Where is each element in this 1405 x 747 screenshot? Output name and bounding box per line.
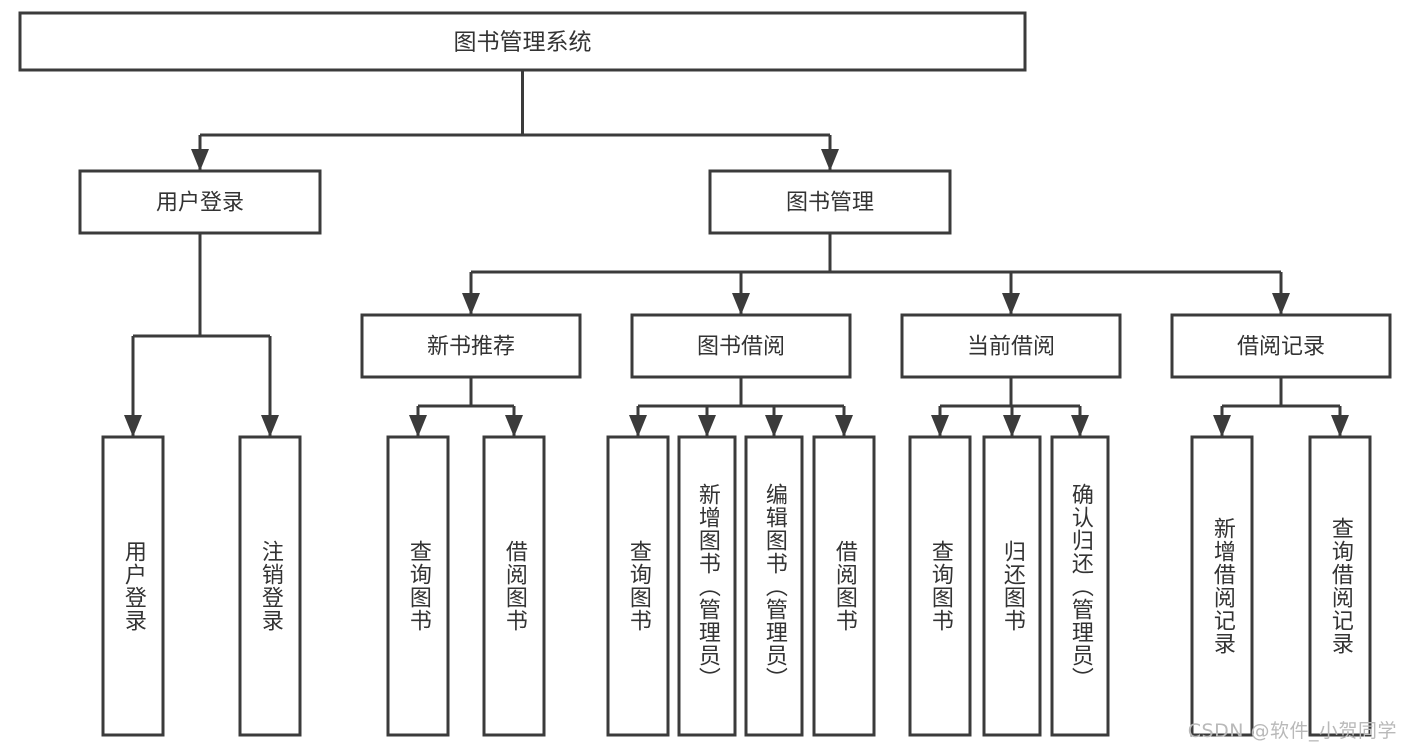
node-label-new-book-recommend: 新书推荐 [427, 335, 515, 360]
arrow-head-icon-leaf-query-book-new [409, 415, 427, 437]
node-box-layer [18, 11, 1392, 737]
arrow-head-icon-leaf-logout [261, 415, 279, 437]
node-box-book-manage[interactable] [708, 169, 952, 235]
node-box-leaf-confirm-return[interactable] [1050, 435, 1110, 737]
node-label-root: 图书管理系统 [454, 30, 592, 56]
node-box-leaf-return-book[interactable] [982, 435, 1042, 737]
arrow-head-icon-borrow-record [1272, 293, 1290, 315]
arrow-head-icon-new-book-recommend [462, 293, 480, 315]
node-label-borrow-record: 借阅记录 [1237, 335, 1325, 360]
arrow-head-icon-leaf-add-borrow-record [1213, 415, 1231, 437]
arrow-head-icon-leaf-query-book-current [931, 415, 949, 437]
node-box-leaf-user-login[interactable] [101, 435, 165, 737]
arrow-head-icon-book-borrow [732, 293, 750, 315]
node-label-book-borrow: 图书借阅 [697, 335, 785, 360]
node-box-root[interactable] [18, 11, 1027, 72]
arrow-head-icon-leaf-return-book [1003, 415, 1021, 437]
node-box-book-borrow[interactable] [630, 313, 852, 379]
node-box-leaf-borrow-book-new[interactable] [482, 435, 546, 737]
node-box-leaf-logout[interactable] [238, 435, 302, 737]
arrow-head-icon-user-login [191, 149, 209, 171]
arrow-head-icon-leaf-query-borrow-record [1331, 415, 1349, 437]
arrow-head-icon-current-borrow [1002, 293, 1020, 315]
node-box-leaf-query-book-new[interactable] [386, 435, 450, 737]
watermark-credit: CSDN @软件_小贺同学 [1187, 720, 1397, 742]
connector-layer [124, 70, 1349, 437]
arrow-head-icon-leaf-edit-book [765, 415, 783, 437]
node-box-leaf-edit-book[interactable] [744, 435, 804, 737]
node-box-borrow-record[interactable] [1170, 313, 1392, 379]
node-box-leaf-query-borrow-record[interactable] [1308, 435, 1372, 737]
node-label-user-login: 用户登录 [156, 191, 244, 216]
node-label-current-borrow: 当前借阅 [967, 335, 1055, 360]
arrow-head-icon-book-manage [821, 149, 839, 171]
node-box-leaf-query-book-current[interactable] [908, 435, 972, 737]
node-box-new-book-recommend[interactable] [360, 313, 582, 379]
node-box-current-borrow[interactable] [900, 313, 1122, 379]
node-label-book-manage: 图书管理 [786, 191, 874, 216]
arrow-head-icon-leaf-borrow-book [835, 415, 853, 437]
arrow-head-icon-leaf-query-book-borrow [629, 415, 647, 437]
arrow-head-icon-leaf-borrow-book-new [505, 415, 523, 437]
arrow-head-icon-leaf-add-book [698, 415, 716, 437]
node-box-leaf-query-book-borrow[interactable] [606, 435, 670, 737]
arrow-head-icon-leaf-confirm-return [1071, 415, 1089, 437]
arrow-head-icon-leaf-user-login [124, 415, 142, 437]
node-box-leaf-add-borrow-record[interactable] [1190, 435, 1254, 737]
node-box-user-login[interactable] [78, 169, 322, 235]
node-box-leaf-borrow-book[interactable] [812, 435, 876, 737]
node-box-leaf-add-book[interactable] [677, 435, 737, 737]
